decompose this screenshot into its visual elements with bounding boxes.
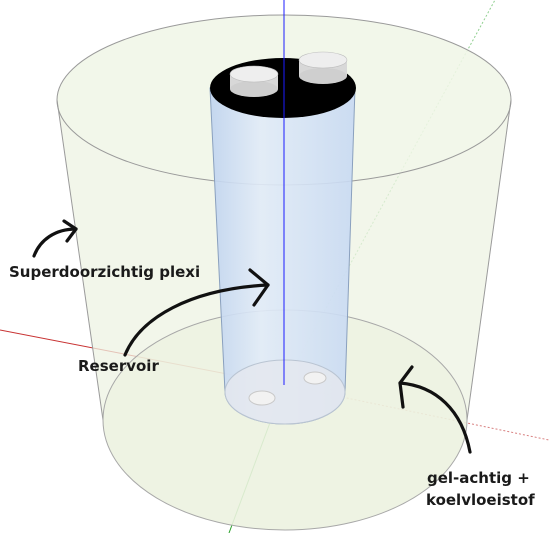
gel-arrow	[398, 365, 472, 454]
gel-label-line-2: koelvloeistof	[426, 491, 535, 509]
plexi-label: Superdoorzichtig plexi	[9, 263, 201, 281]
reservoir-label: Reservoir	[78, 357, 159, 375]
gel-label-line-1: gel-achtig +	[427, 469, 530, 487]
reservoir-bottom-port-right	[303, 371, 327, 385]
fitting-left-base	[230, 81, 278, 97]
plexi-left-edge	[56, 99, 104, 421]
reservoir-bottom-port-left	[248, 390, 276, 406]
fitting-right-top	[298, 51, 348, 69]
fitting-left-top	[229, 65, 279, 83]
fitting-right-base	[299, 68, 347, 84]
plexi-right-edge	[466, 99, 512, 421]
reservoir-arrow	[123, 268, 270, 357]
plexi-arrow	[32, 219, 78, 258]
reservoir-bottom	[224, 359, 346, 425]
